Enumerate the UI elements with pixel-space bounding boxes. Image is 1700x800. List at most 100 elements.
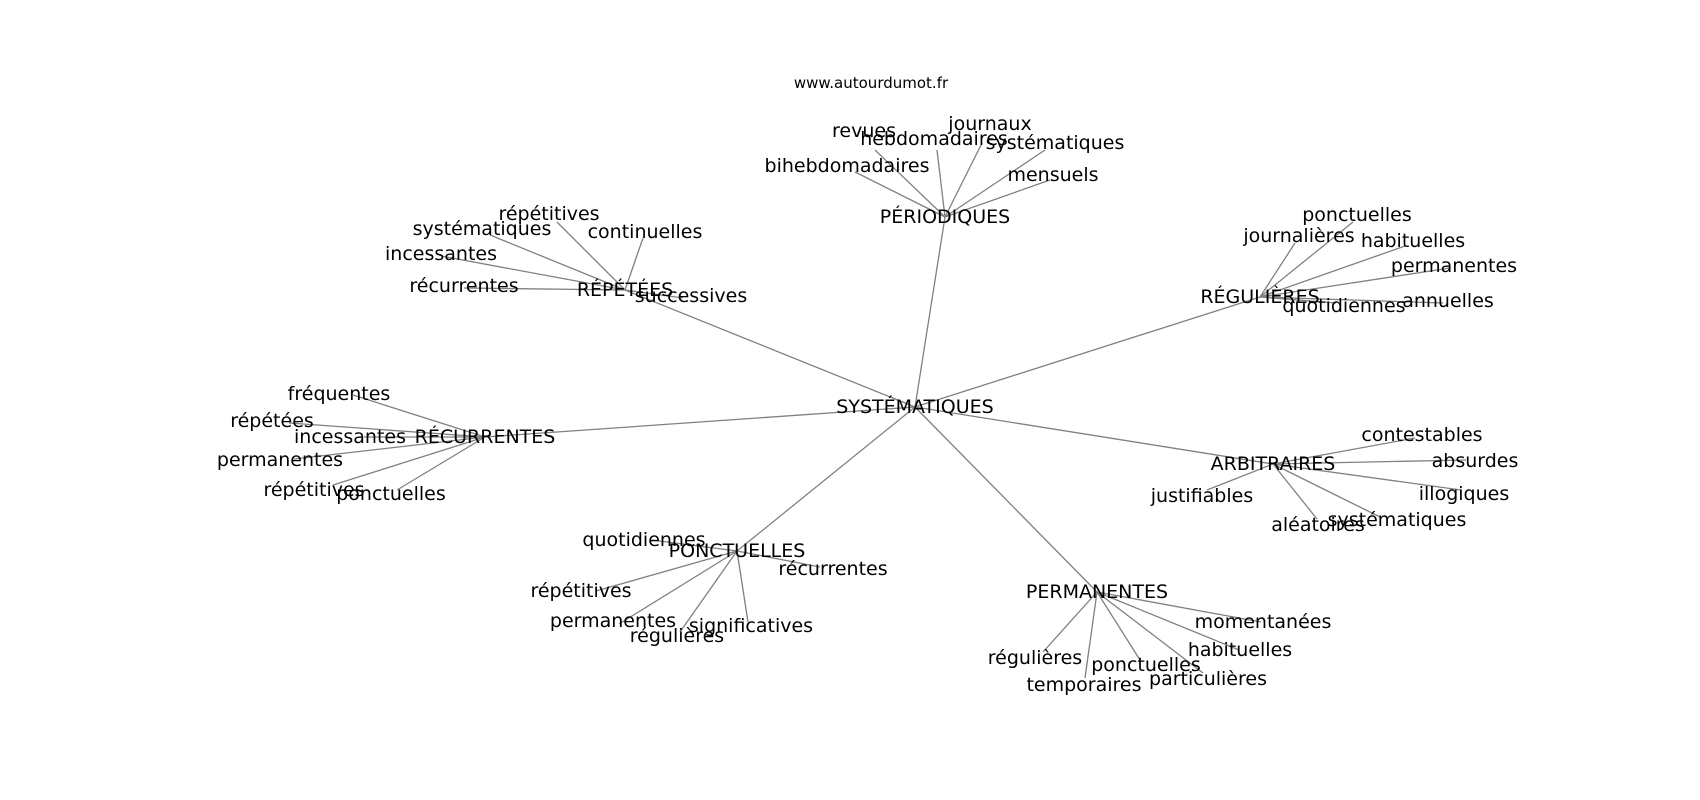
hub-word-arbitraires[interactable]: ARBITRAIRES	[1211, 453, 1336, 475]
edge-permanentes-leaf	[1042, 591, 1098, 653]
leaf-word[interactable]: fréquentes	[288, 383, 391, 405]
hub-word-periodiques[interactable]: PÉRIODIQUES	[880, 205, 1010, 228]
edge-repetees-leaf	[489, 234, 626, 291]
edge-center-recurrentes	[484, 406, 916, 438]
edge-periodiques-leaf	[874, 149, 946, 218]
leaf-word[interactable]: successives	[635, 285, 747, 307]
leaf-word[interactable]: significatives	[689, 615, 813, 637]
leaf-word[interactable]: particulières	[1149, 668, 1267, 690]
leaf-word[interactable]: permanentes	[217, 449, 343, 471]
leaf-word[interactable]: absurdes	[1432, 450, 1519, 472]
hub-word-permanentes[interactable]: PERMANENTES	[1026, 581, 1168, 603]
edge-regulieres-leaf	[1259, 242, 1296, 298]
leaf-word[interactable]: habituelles	[1361, 230, 1465, 252]
edge-regulieres-leaf	[1259, 267, 1451, 298]
leaf-word[interactable]: répétitives	[263, 479, 364, 501]
edge-center-regulieres	[914, 296, 1261, 408]
leaf-word[interactable]: illogiques	[1419, 483, 1510, 505]
edge-arbitraires-leaf	[1272, 463, 1381, 518]
leaf-word[interactable]: annuelles	[1402, 290, 1494, 312]
edge-arbitraires-leaf	[1272, 463, 1318, 520]
leaf-word[interactable]: incessantes	[385, 243, 497, 265]
leaf-word[interactable]: contestables	[1361, 424, 1482, 446]
edge-periodiques-leaf	[936, 149, 946, 218]
edge-center-periodiques	[914, 216, 946, 408]
leaf-word[interactable]: systématiques	[413, 218, 552, 240]
leaf-word[interactable]: bihebdomadaires	[765, 155, 930, 177]
edge-recurrentes-leaf	[288, 422, 486, 438]
edge-periodiques-leaf	[854, 171, 946, 218]
leaf-word[interactable]: permanentes	[1391, 255, 1517, 277]
edge-permanentes-leaf	[1096, 591, 1141, 661]
edge-arbitraires-leaf	[1206, 463, 1274, 491]
hub-word-recurrentes[interactable]: RÉCURRENTES	[415, 425, 556, 448]
edge-ponctuelles-leaf	[595, 550, 738, 592]
leaf-word[interactable]: ponctuelles	[1302, 204, 1412, 226]
edge-repetees-leaf	[556, 221, 626, 291]
leaf-word[interactable]: répétitives	[498, 203, 599, 225]
leaf-word[interactable]: répétitives	[530, 580, 631, 602]
leaf-word[interactable]: incessantes	[294, 426, 406, 448]
leaf-word[interactable]: journalières	[1242, 225, 1354, 247]
hub-word-repetees[interactable]: RÉPÉTÉES	[577, 278, 673, 301]
edge-center-repetees	[624, 289, 916, 408]
leaf-word[interactable]: mensuels	[1007, 164, 1098, 186]
leaf-word[interactable]: quotidiennes	[582, 529, 705, 551]
leaf-word[interactable]: répétées	[230, 410, 314, 432]
leaf-word[interactable]: ponctuelles	[336, 483, 446, 505]
edge-repetees-leaf	[624, 237, 644, 291]
edge-recurrentes-leaf	[332, 436, 486, 486]
graph-edges	[288, 142, 1467, 679]
leaf-word[interactable]: habituelles	[1188, 639, 1292, 661]
leaf-word[interactable]: régulières	[630, 625, 724, 647]
edge-periodiques-leaf	[944, 149, 1046, 218]
edge-regulieres-leaf	[1259, 221, 1354, 298]
edge-arbitraires-leaf	[1272, 437, 1416, 465]
edge-recurrentes-leaf	[352, 394, 486, 438]
edge-ponctuelles-leaf	[679, 550, 738, 633]
edge-arbitraires-leaf	[1272, 459, 1467, 465]
edge-ponctuelles-leaf	[618, 550, 738, 625]
graph-labels: www.autourdumot.fr revueshebdomadairesjo…	[217, 74, 1518, 696]
edge-ponctuelles-leaf	[736, 550, 749, 623]
edge-center-arbitraires	[914, 406, 1274, 465]
edge-ponctuelles-leaf	[736, 550, 821, 568]
leaf-word[interactable]: régulières	[988, 647, 1082, 669]
edge-ponctuelles-leaf	[651, 539, 738, 552]
leaf-word[interactable]: récurrentes	[409, 275, 518, 297]
edge-recurrentes-leaf	[396, 436, 486, 491]
edge-permanentes-leaf	[1096, 591, 1262, 623]
edge-repetees-leaf	[440, 255, 626, 291]
hub-word-regulieres[interactable]: RÉGULIÈRES	[1200, 285, 1319, 308]
edge-permanentes-leaf	[1096, 591, 1240, 651]
edge-center-ponctuelles	[736, 406, 916, 552]
edge-center-permanentes	[914, 406, 1098, 593]
leaf-word[interactable]: temporaires	[1026, 674, 1141, 696]
leaf-word[interactable]: systématiques	[1328, 509, 1467, 531]
edge-permanentes-leaf	[1084, 591, 1098, 679]
edge-periodiques-leaf	[944, 179, 1051, 218]
leaf-word[interactable]: systématiques	[986, 132, 1125, 154]
leaf-word[interactable]: hebdomadaires	[860, 128, 1008, 150]
edge-regulieres-leaf	[1259, 245, 1406, 298]
leaf-word[interactable]: momentanées	[1195, 611, 1332, 633]
edge-repetees-leaf	[463, 287, 626, 291]
leaf-word[interactable]: justifiables	[1150, 485, 1254, 507]
edge-recurrentes-leaf	[293, 436, 486, 460]
leaf-word[interactable]: revues	[832, 120, 896, 142]
leaf-word[interactable]: récurrentes	[778, 558, 887, 580]
hub-word-ponctuelles[interactable]: PONCTUELLES	[669, 540, 806, 562]
leaf-word[interactable]: ponctuelles	[1091, 654, 1201, 676]
center-word[interactable]: SYSTÉMATIQUES	[836, 395, 993, 418]
leaf-word[interactable]: continuelles	[588, 221, 703, 243]
edge-regulieres-leaf	[1259, 296, 1444, 304]
leaf-word[interactable]: aléatoires	[1271, 514, 1365, 536]
leaf-word[interactable]: quotidiennes	[1282, 295, 1405, 317]
edge-repetees-leaf	[624, 289, 684, 299]
leaf-word[interactable]: journaux	[947, 113, 1031, 135]
watermark-text: www.autourdumot.fr	[794, 74, 949, 92]
leaf-word[interactable]: permanentes	[550, 610, 676, 632]
edge-arbitraires-leaf	[1272, 463, 1462, 491]
edge-permanentes-leaf	[1096, 591, 1204, 674]
